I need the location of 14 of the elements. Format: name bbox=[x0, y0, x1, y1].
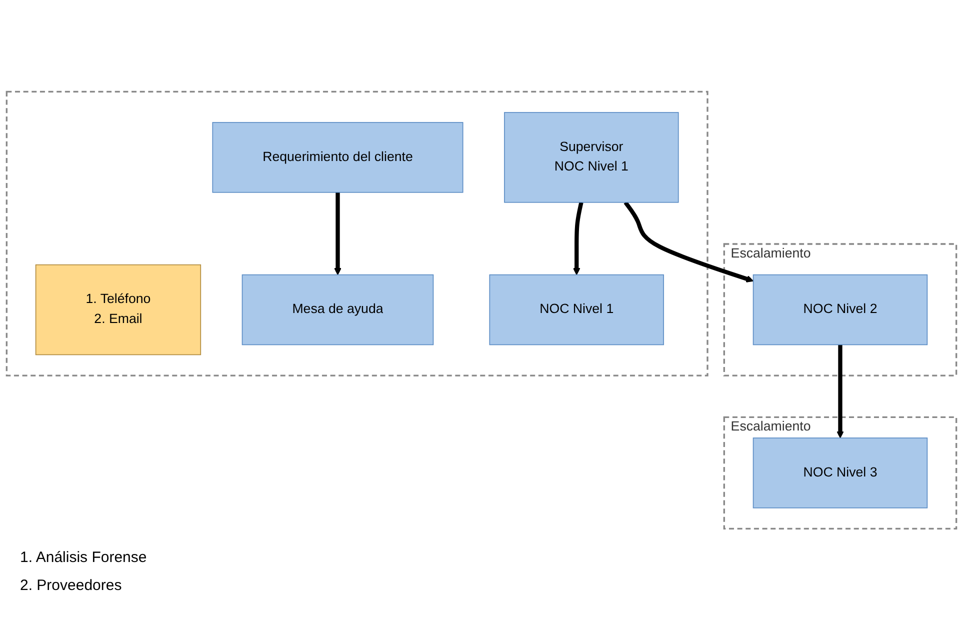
list-item: 1. Análisis Forense bbox=[20, 548, 147, 568]
node-box: NOC Nivel 1 bbox=[489, 274, 664, 345]
arrow bbox=[334, 192, 342, 275]
arrow bbox=[572, 202, 584, 275]
node-box: Requerimiento del cliente bbox=[212, 122, 464, 193]
node-box: NOC Nivel 2 bbox=[752, 274, 928, 345]
node-box: Supervisor NOC Nivel 1 bbox=[504, 112, 679, 203]
arrow bbox=[836, 344, 844, 438]
arrow bbox=[624, 200, 754, 282]
list-item: 2. Proveedores bbox=[20, 576, 123, 596]
node-box: Mesa de ayuda bbox=[242, 274, 434, 345]
cluster bbox=[6, 90, 708, 376]
node-box: NOC Nivel 3 bbox=[752, 437, 928, 508]
node-box: 1. Teléfono 2. Email bbox=[35, 264, 202, 355]
